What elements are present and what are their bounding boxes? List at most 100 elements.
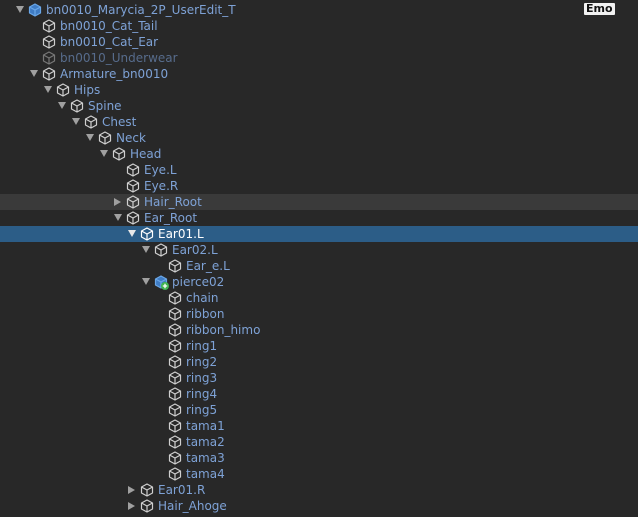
expand-arrow-open-icon[interactable] xyxy=(128,230,136,237)
hierarchy-row[interactable]: tama1 xyxy=(0,418,638,434)
gameobject-icon xyxy=(126,163,140,177)
hierarchy-row-label: Head xyxy=(130,147,162,161)
gameobject-icon xyxy=(126,179,140,193)
hierarchy-row-label: ribbon xyxy=(186,307,225,321)
gameobject-icon xyxy=(42,67,56,81)
gameobject-icon xyxy=(140,227,154,241)
gameobject-icon xyxy=(168,403,182,417)
hierarchy-row[interactable]: tama3 xyxy=(0,450,638,466)
hierarchy-row[interactable]: tama2 xyxy=(0,434,638,450)
hierarchy-row-label: ribbon_himo xyxy=(186,323,261,337)
hierarchy-row[interactable]: ring3 xyxy=(0,370,638,386)
hierarchy-row-label: tama1 xyxy=(186,419,225,433)
gameobject-icon xyxy=(42,35,56,49)
hierarchy-row[interactable]: bn0010_Marycia_2P_UserEdit_T xyxy=(0,2,638,18)
hierarchy-row-label: ring1 xyxy=(186,339,218,353)
hierarchy-row[interactable]: bn0010_Cat_Tail xyxy=(0,18,638,34)
hierarchy-row[interactable]: Chest xyxy=(0,114,638,130)
gameobject-icon xyxy=(168,467,182,481)
gameobject-icon xyxy=(126,211,140,225)
hierarchy-row-label: ring2 xyxy=(186,355,218,369)
hierarchy-row[interactable]: ribbon xyxy=(0,306,638,322)
hierarchy-row-label: ring5 xyxy=(186,403,218,417)
hierarchy-row[interactable]: Eye.L xyxy=(0,162,638,178)
hierarchy-row[interactable]: Hair_Ahoge xyxy=(0,498,638,514)
gameobject-icon xyxy=(140,483,154,497)
hierarchy-row[interactable]: tama4 xyxy=(0,466,638,482)
hierarchy-row-label: Neck xyxy=(116,131,146,145)
hierarchy-row[interactable]: Ear_e.L xyxy=(0,258,638,274)
gameobject-icon xyxy=(42,51,56,65)
hierarchy-row[interactable]: Eye.R xyxy=(0,178,638,194)
gameobject-icon xyxy=(168,355,182,369)
gameobject-icon xyxy=(112,147,126,161)
hierarchy-row-label: chain xyxy=(186,291,219,305)
hierarchy-row[interactable]: pierce02 xyxy=(0,274,638,290)
expand-arrow-open-icon[interactable] xyxy=(100,150,108,157)
gameobject-icon xyxy=(168,451,182,465)
expand-arrow-open-icon[interactable] xyxy=(72,118,80,125)
expand-arrow-closed-icon[interactable] xyxy=(128,502,135,510)
hierarchy-row-label: Hair_Ahoge xyxy=(158,499,227,513)
gameobject-icon xyxy=(140,499,154,513)
hierarchy-row-label: Eye.R xyxy=(144,179,179,193)
gameobject-icon xyxy=(126,195,140,209)
hierarchy-row[interactable]: bn0010_Underwear xyxy=(0,50,638,66)
gameobject-icon xyxy=(42,19,56,33)
hierarchy-row-label: bn0010_Marycia_2P_UserEdit_T xyxy=(46,3,236,17)
hierarchy-row[interactable]: Head xyxy=(0,146,638,162)
hierarchy-row[interactable]: Ear01.L xyxy=(0,226,638,242)
gameobject-icon xyxy=(84,115,98,129)
hierarchy-row-label: bn0010_Underwear xyxy=(60,51,178,65)
expand-arrow-open-icon[interactable] xyxy=(16,6,24,13)
expand-arrow-closed-icon[interactable] xyxy=(114,198,121,206)
gameobject-icon xyxy=(98,131,112,145)
gameobject-icon xyxy=(168,323,182,337)
expand-arrow-open-icon[interactable] xyxy=(30,70,38,77)
hierarchy-row-label: Hair_Root xyxy=(144,195,202,209)
expand-arrow-open-icon[interactable] xyxy=(44,86,52,93)
gameobject-icon xyxy=(56,83,70,97)
hierarchy-row-label: Eye.L xyxy=(144,163,177,177)
hierarchy-row-label: tama2 xyxy=(186,435,225,449)
hierarchy-row[interactable]: ring5 xyxy=(0,402,638,418)
gameobject-icon xyxy=(154,243,168,257)
hierarchy-row[interactable]: bn0010_Cat_Ear xyxy=(0,34,638,50)
hierarchy-row[interactable]: Ear02.L xyxy=(0,242,638,258)
hierarchy-row[interactable]: Ear01.R xyxy=(0,482,638,498)
hierarchy-row-label: tama4 xyxy=(186,467,225,481)
expand-arrow-closed-icon[interactable] xyxy=(128,486,135,494)
hierarchy-row[interactable]: ring1 xyxy=(0,338,638,354)
hierarchy-row-label: Ear01.L xyxy=(158,227,204,241)
hierarchy-row[interactable]: Ear_Root xyxy=(0,210,638,226)
hierarchy-row-label: Ear_Root xyxy=(144,211,198,225)
hierarchy-row-label: bn0010_Cat_Tail xyxy=(60,19,158,33)
hierarchy-row-label: Ear01.R xyxy=(158,483,206,497)
hierarchy-row-label: pierce02 xyxy=(172,275,225,289)
hierarchy-row-label: tama3 xyxy=(186,451,225,465)
hierarchy-row[interactable]: Hips xyxy=(0,82,638,98)
hierarchy-row[interactable]: Armature_bn0010 xyxy=(0,66,638,82)
hierarchy-row[interactable]: Spine xyxy=(0,98,638,114)
hierarchy-row[interactable]: chain xyxy=(0,290,638,306)
hierarchy-row[interactable]: ring4 xyxy=(0,386,638,402)
emo-badge: Emo xyxy=(584,2,615,15)
hierarchy-row-label: Armature_bn0010 xyxy=(60,67,169,81)
hierarchy-row-label: Spine xyxy=(88,99,122,113)
hierarchy-row[interactable]: ring2 xyxy=(0,354,638,370)
gameobject-icon xyxy=(168,339,182,353)
hierarchy-row[interactable]: ribbon_himo xyxy=(0,322,638,338)
expand-arrow-open-icon[interactable] xyxy=(58,102,66,109)
expand-arrow-open-icon[interactable] xyxy=(142,246,150,253)
gameobject-icon xyxy=(168,371,182,385)
expand-arrow-open-icon[interactable] xyxy=(142,278,150,285)
expand-arrow-open-icon[interactable] xyxy=(86,134,94,141)
hierarchy-row[interactable]: Hair_Root xyxy=(0,194,638,210)
gameobject-icon xyxy=(168,307,182,321)
hierarchy-row-label: bn0010_Cat_Ear xyxy=(60,35,159,49)
expand-arrow-open-icon[interactable] xyxy=(114,214,122,221)
hierarchy-row-label: ring4 xyxy=(186,387,218,401)
hierarchy-row-label: Ear02.L xyxy=(172,243,218,257)
hierarchy-row[interactable]: Neck xyxy=(0,130,638,146)
